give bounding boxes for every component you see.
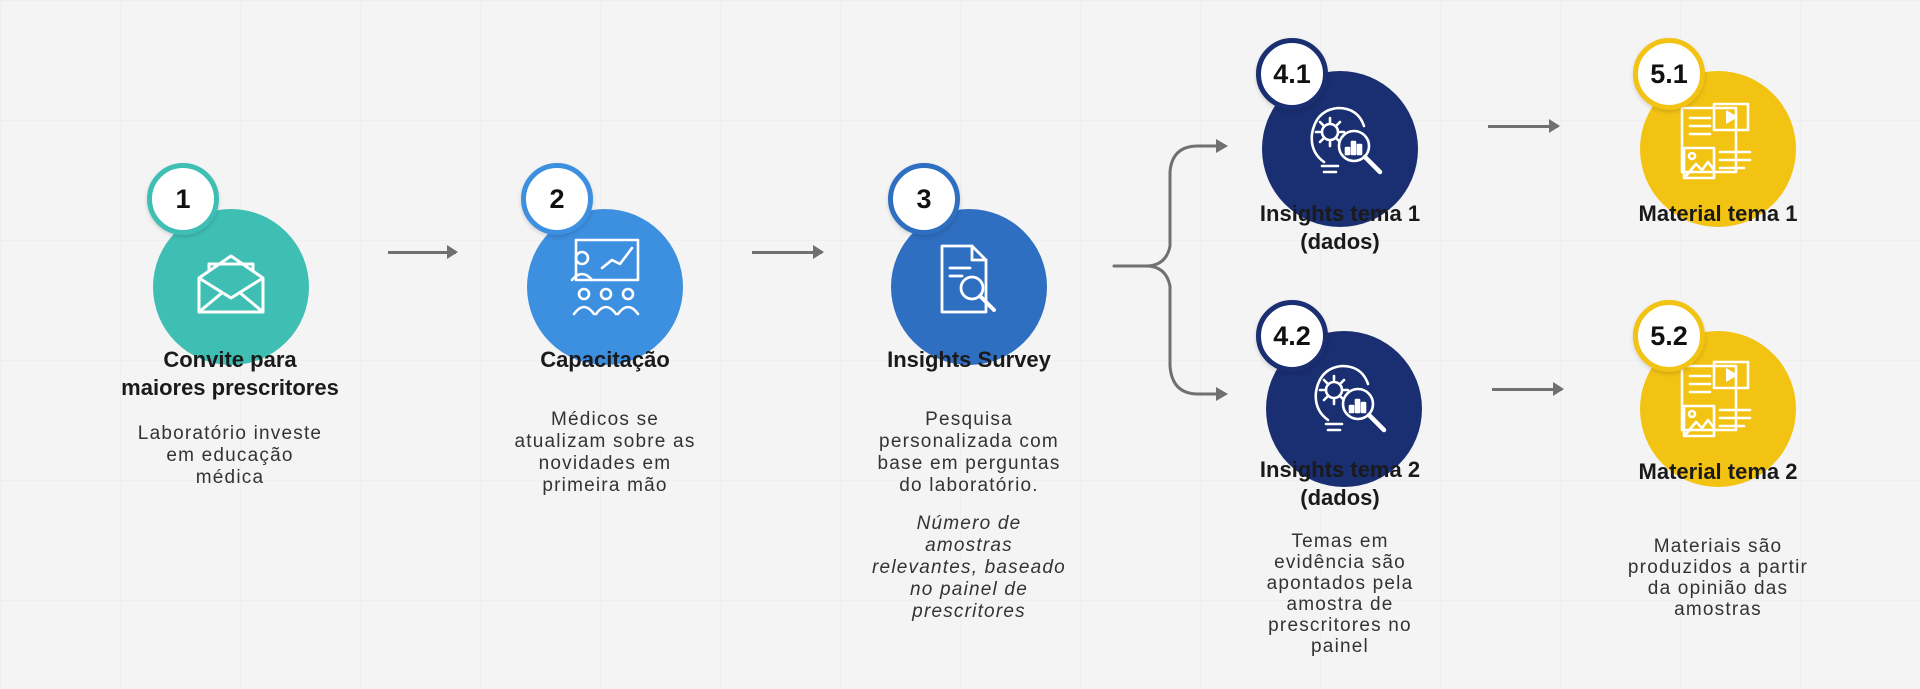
branch-connector: [1112, 139, 1228, 401]
insights-analysis-icon: [1310, 106, 1383, 175]
arrow-2-to-3: [752, 245, 824, 259]
step-3-note: Número de amostras relevantes, baseado n…: [872, 513, 1066, 622]
step-5-2-title: Material tema 2: [1638, 459, 1798, 484]
document-search-icon: [940, 244, 996, 314]
step-2-description: Médicos se atualizam sobre as novidades …: [514, 409, 696, 496]
step-1-title: Convite para maiores prescritores: [121, 347, 339, 400]
arrow-4-1-to-5-1: [1488, 119, 1560, 133]
step-5-2-description: Materiais são produzidos a partir da opi…: [1627, 536, 1809, 620]
arrow-4-2-to-5-2: [1492, 382, 1564, 396]
step-4-1-badge: 4.1: [1256, 38, 1328, 110]
step-4-2-description: Temas em evidência são apontados pela am…: [1266, 531, 1414, 657]
content-material-icon: [1680, 360, 1752, 438]
step-2-title: Capacitação: [540, 347, 670, 372]
step-5-2-badge: 5.2: [1633, 300, 1705, 372]
presentation-audience-icon: [570, 238, 640, 316]
step-3-title: Insights Survey: [887, 347, 1051, 372]
step-1-circle: [153, 209, 309, 365]
step-4-2-title: Insights tema 2 (dados): [1259, 457, 1421, 510]
step-4-1-title: Insights tema 1 (dados): [1259, 201, 1421, 254]
step-2-circle: [527, 209, 683, 365]
content-material-icon: [1680, 102, 1752, 180]
step-1-badge: 1: [147, 163, 219, 235]
step-5-1-title: Material tema 1: [1638, 201, 1798, 226]
step-3-description: Pesquisa personalizada com base em pergu…: [877, 409, 1061, 496]
step-4-2-badge: 4.2: [1256, 300, 1328, 372]
step-2-badge: 2: [521, 163, 593, 235]
step-5-1-badge: 5.1: [1633, 38, 1705, 110]
step-1-description: Laboratório investe em educação médica: [137, 423, 323, 488]
step-3-badge: 3: [888, 163, 960, 235]
envelope-icon: [197, 254, 265, 314]
insights-analysis-icon: [1314, 364, 1387, 433]
arrow-1-to-2: [388, 245, 458, 259]
